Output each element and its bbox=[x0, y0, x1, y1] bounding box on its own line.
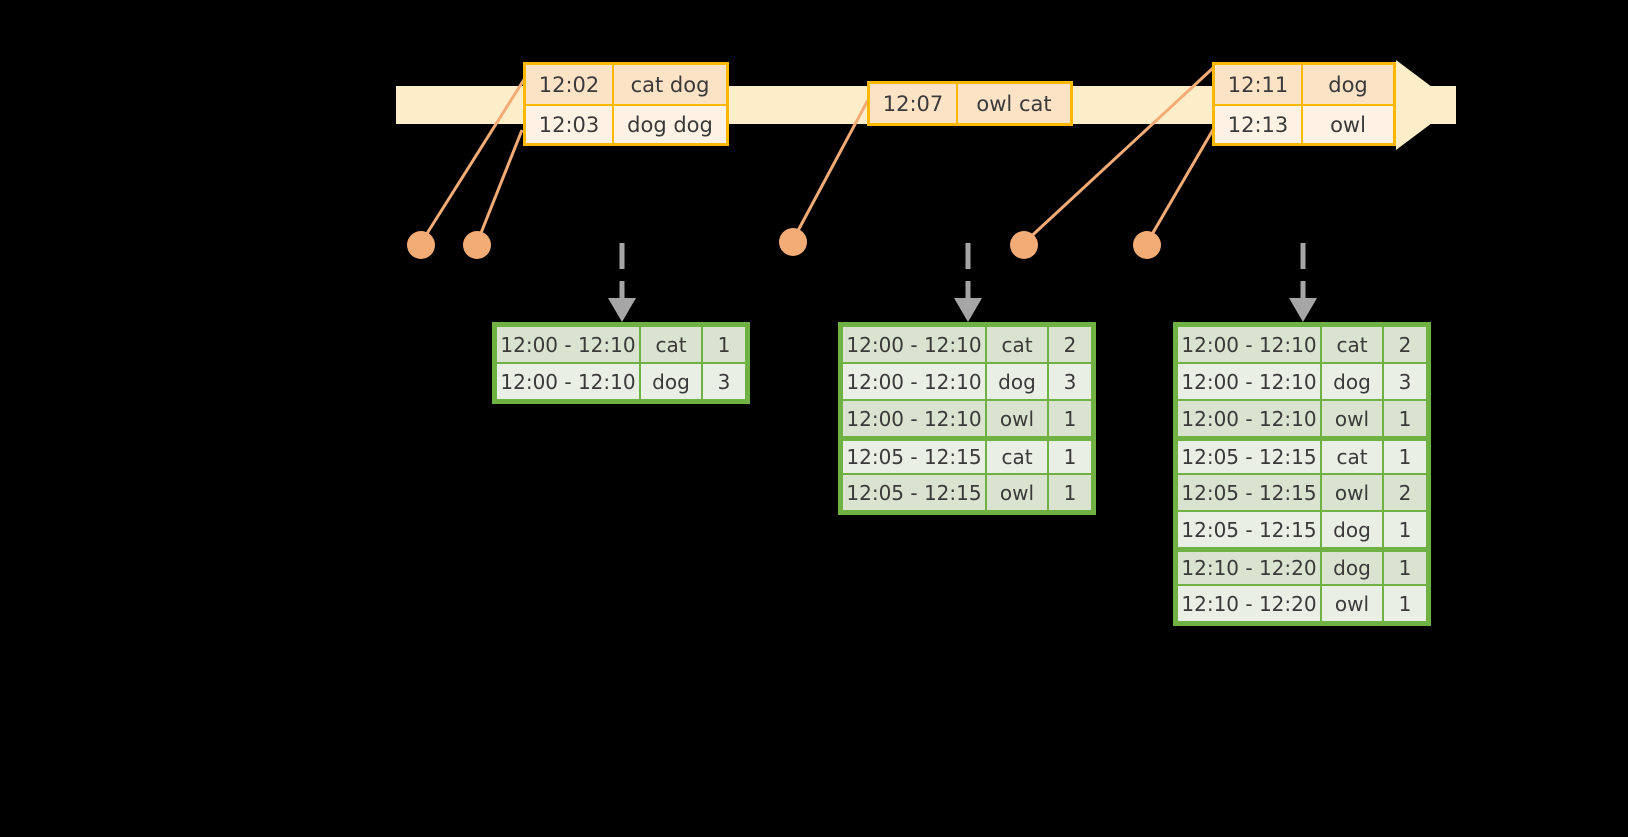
count-cell: 2 bbox=[1383, 326, 1427, 363]
window-cell: 12:05 - 12:15 bbox=[842, 474, 986, 511]
key-cell: cat bbox=[986, 326, 1048, 363]
event-time: 12:03 bbox=[526, 106, 614, 143]
count-cell: 3 bbox=[1048, 363, 1092, 400]
key-cell: owl bbox=[1321, 400, 1383, 437]
window-cell: 12:05 - 12:15 bbox=[1177, 511, 1321, 548]
event-row: 12:02 cat dog bbox=[526, 65, 726, 104]
window-cell: 12:10 - 12:20 bbox=[1177, 585, 1321, 622]
event-box-2: 12:07 owl cat bbox=[867, 81, 1073, 126]
event-time: 12:11 bbox=[1215, 65, 1303, 104]
window-cell: 12:05 - 12:15 bbox=[1177, 474, 1321, 511]
window-cell: 12:00 - 12:10 bbox=[842, 363, 986, 400]
event-time: 12:07 bbox=[870, 84, 958, 123]
key-cell: owl bbox=[1321, 474, 1383, 511]
window-cell: 12:00 - 12:10 bbox=[496, 363, 640, 400]
window-cell: 12:00 - 12:10 bbox=[1177, 400, 1321, 437]
event-row: 12:03 dog dog bbox=[526, 104, 726, 143]
event-box-1: 12:02 cat dog 12:03 dog dog bbox=[523, 62, 729, 146]
key-cell: cat bbox=[986, 440, 1048, 474]
emit-arrow-2 bbox=[954, 243, 982, 322]
count-cell: 2 bbox=[1383, 474, 1427, 511]
emit-arrow-3 bbox=[1289, 243, 1317, 322]
count-cell: 1 bbox=[1048, 400, 1092, 437]
key-cell: dog bbox=[1321, 551, 1383, 585]
count-cell: 1 bbox=[1383, 400, 1427, 437]
event-dot bbox=[463, 231, 491, 259]
key-cell: dog bbox=[1321, 511, 1383, 548]
count-cell: 3 bbox=[1383, 363, 1427, 400]
emit-arrows bbox=[608, 243, 1317, 322]
event-value: cat dog bbox=[614, 65, 726, 104]
key-cell: owl bbox=[1321, 585, 1383, 622]
window-cell: 12:00 - 12:10 bbox=[1177, 326, 1321, 363]
key-cell: dog bbox=[640, 363, 702, 400]
window-cell: 12:10 - 12:20 bbox=[1177, 551, 1321, 585]
count-cell: 1 bbox=[1048, 474, 1092, 511]
count-cell: 1 bbox=[1383, 511, 1427, 548]
event-value: owl cat bbox=[958, 84, 1070, 123]
event-dot bbox=[407, 231, 435, 259]
event-box-3: 12:11 dog 12:13 owl bbox=[1212, 62, 1396, 146]
window-cell: 12:05 - 12:15 bbox=[842, 440, 986, 474]
count-cell: 1 bbox=[1048, 440, 1092, 474]
key-cell: cat bbox=[1321, 440, 1383, 474]
event-row: 12:11 dog bbox=[1215, 65, 1393, 104]
event-row: 12:07 owl cat bbox=[870, 84, 1070, 123]
emit-arrow-1 bbox=[608, 243, 636, 322]
event-value: dog dog bbox=[614, 106, 726, 143]
window-cell: 12:05 - 12:15 bbox=[1177, 440, 1321, 474]
event-time: 12:02 bbox=[526, 65, 614, 104]
count-cell: 2 bbox=[1048, 326, 1092, 363]
event-time: 12:13 bbox=[1215, 106, 1303, 143]
count-cell: 1 bbox=[1383, 551, 1427, 585]
key-cell: owl bbox=[986, 400, 1048, 437]
count-cell: 3 bbox=[702, 363, 746, 400]
event-value: owl bbox=[1303, 106, 1393, 143]
window-cell: 12:00 - 12:10 bbox=[842, 400, 986, 437]
key-cell: dog bbox=[986, 363, 1048, 400]
event-value: dog bbox=[1303, 65, 1393, 104]
key-cell: cat bbox=[640, 326, 702, 363]
event-dot bbox=[779, 228, 807, 256]
count-cell: 1 bbox=[1383, 585, 1427, 622]
key-cell: cat bbox=[1321, 326, 1383, 363]
key-cell: dog bbox=[1321, 363, 1383, 400]
window-cell: 12:00 - 12:10 bbox=[1177, 363, 1321, 400]
event-dots bbox=[407, 228, 1161, 259]
window-cell: 12:00 - 12:10 bbox=[496, 326, 640, 363]
key-cell: owl bbox=[986, 474, 1048, 511]
event-row: 12:13 owl bbox=[1215, 104, 1393, 143]
count-cell: 1 bbox=[1383, 440, 1427, 474]
event-dot bbox=[1010, 231, 1038, 259]
window-cell: 12:00 - 12:10 bbox=[842, 326, 986, 363]
event-dot bbox=[1133, 231, 1161, 259]
count-cell: 1 bbox=[702, 326, 746, 363]
